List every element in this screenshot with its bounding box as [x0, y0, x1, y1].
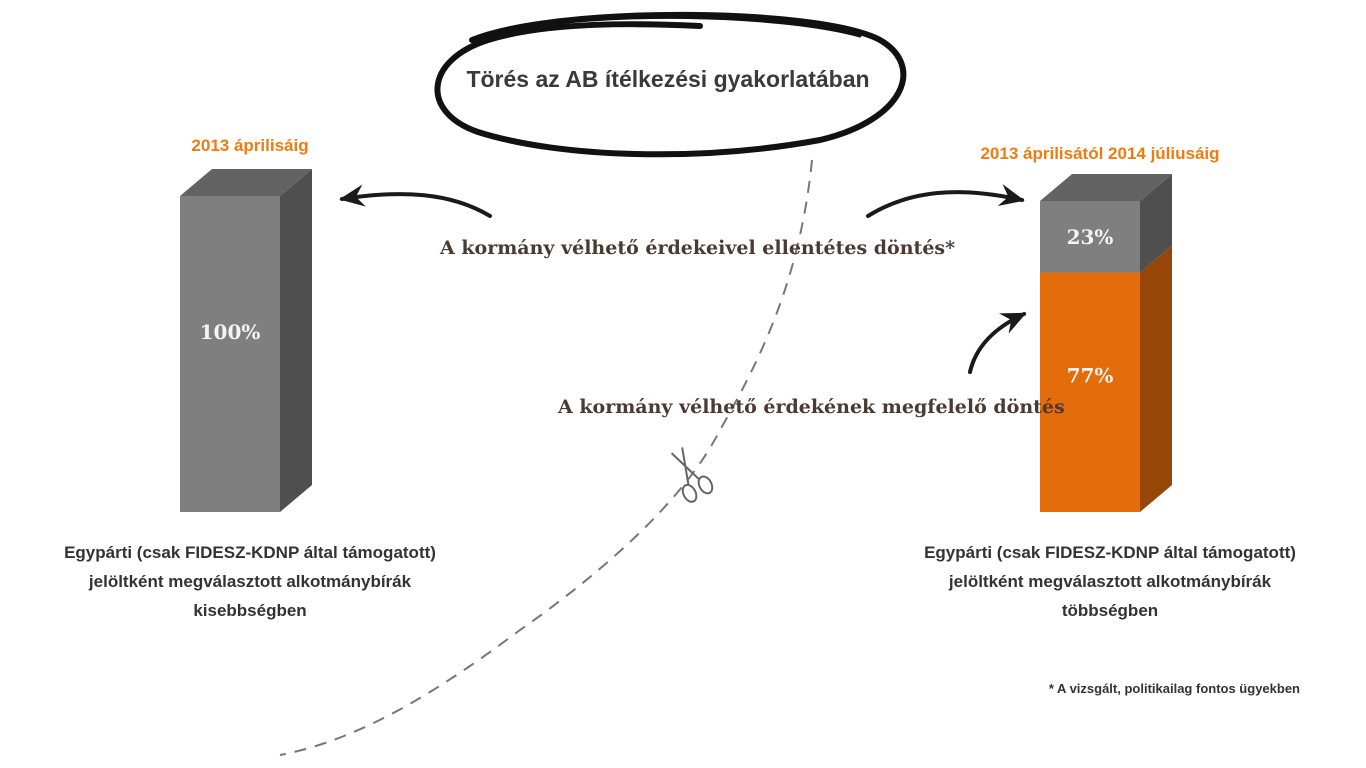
category-label-2: 2013 áprilisától 2014 júliusáig — [980, 144, 1220, 163]
category-label-1: 2013 áprilisáig — [191, 136, 309, 155]
category-caption-1: Egypárti (csak FIDESZ-KDNP által támogat… — [10, 538, 490, 625]
bar-face — [1040, 272, 1140, 512]
caption-2-line-2: jelöltként megválasztott alkotmánybírák — [948, 572, 1272, 591]
title-ellipse-stroke-inner — [498, 15, 862, 38]
bar-face — [180, 196, 280, 512]
bars-layer: 100% 77% 23% — [180, 169, 1172, 512]
bar-segment-1-contrary: 100% — [180, 169, 312, 512]
bar-face — [1040, 201, 1140, 273]
bar-top — [180, 169, 312, 196]
bar-value-label: 77% — [1067, 364, 1114, 388]
bar-value-label: 100% — [200, 320, 261, 344]
footnote: * A vizsgált, politikailag fontos ügyekb… — [1048, 681, 1300, 696]
title-ellipse-outline — [434, 11, 907, 158]
bar-side — [1140, 174, 1172, 273]
right-curved-arrow — [866, 184, 1025, 218]
bar-segment-2-aligned: 77% — [1040, 245, 1172, 512]
bar-side — [280, 169, 312, 512]
category-caption-2: Egypárti (csak FIDESZ-KDNP által támogat… — [870, 538, 1350, 625]
caption-2-line-1: Egypárti (csak FIDESZ-KDNP által támogat… — [924, 543, 1296, 562]
chart-title: Törés az AB ítélkezési gyakorlatában — [466, 66, 870, 92]
scissors-icon — [670, 447, 714, 503]
callout-aligned: A kormány vélhető érdekének megfelelő dö… — [558, 396, 1065, 418]
bar-value-label: 23% — [1067, 225, 1114, 249]
up-curved-arrow — [968, 312, 1027, 374]
bar-top — [1040, 174, 1172, 201]
cut-line — [279, 159, 813, 756]
bar-segment-2-contrary: 23% — [1040, 174, 1172, 273]
left-curved-arrow — [339, 184, 492, 218]
bar-side — [1140, 245, 1172, 512]
caption-2-line-3: többségben — [1061, 601, 1159, 620]
caption-1-line-2: jelöltként megválasztott alkotmánybírák — [88, 572, 412, 591]
caption-1-line-3: kisebbségben — [193, 601, 307, 620]
caption-1-line-1: Egypárti (csak FIDESZ-KDNP által támogat… — [64, 543, 436, 562]
callout-contrary: A kormány vélhető érdekeivel ellentétes … — [440, 237, 956, 259]
